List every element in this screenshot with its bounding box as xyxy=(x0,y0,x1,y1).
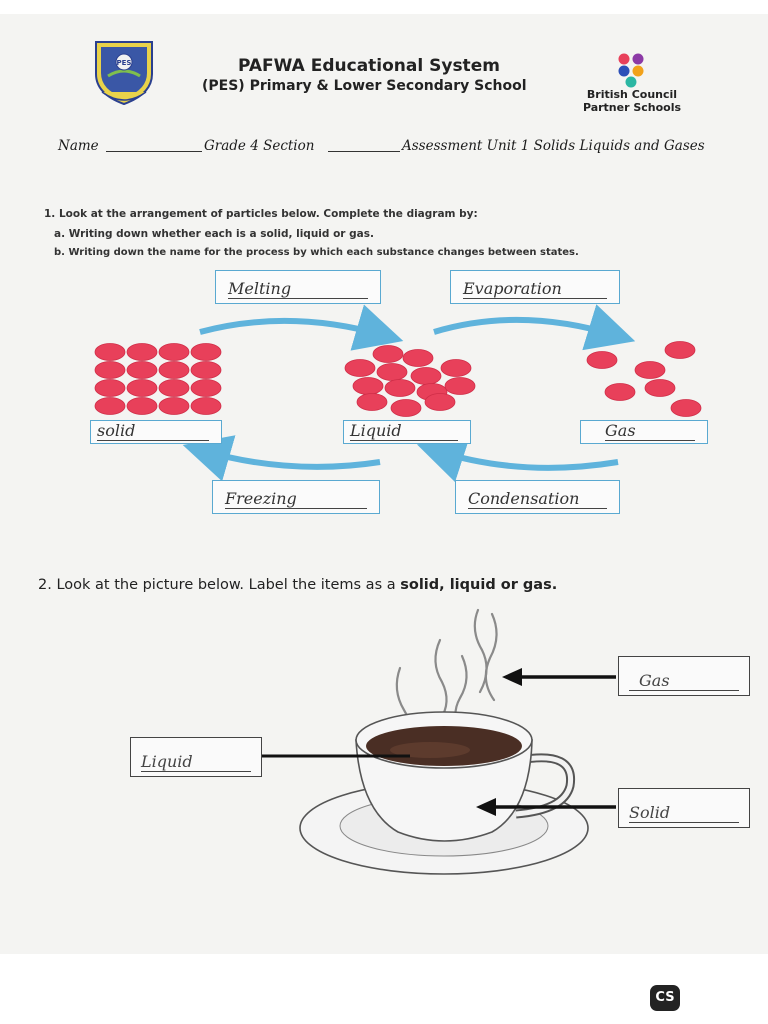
liquid-particles xyxy=(344,345,476,417)
condensation-answer: Condensation xyxy=(468,490,607,509)
solid-particle xyxy=(126,343,158,361)
freezing-answer: Freezing xyxy=(225,490,367,509)
question-1b: b. Writing down the name for the process… xyxy=(54,247,579,258)
assessment-label: Assessment Unit 1 Solids Liquids and Gas… xyxy=(402,138,705,154)
school-title: PAFWA Educational System xyxy=(238,56,500,76)
solid-label-answer: Solid xyxy=(629,804,739,823)
state-change-arrows xyxy=(182,304,636,483)
liquid-particle xyxy=(352,377,384,395)
particle-diagram xyxy=(94,341,702,417)
grade-label: Grade 4 Section xyxy=(204,138,315,154)
gas-particle xyxy=(634,361,666,379)
solid-particle xyxy=(126,397,158,415)
liquid-particle xyxy=(372,345,404,363)
liquid-particle xyxy=(376,363,408,381)
solid-particle xyxy=(158,397,190,415)
gas-particle xyxy=(586,351,618,369)
partner-schools-label: British Council Partner Schools xyxy=(582,88,682,114)
liquid-particle xyxy=(384,379,416,397)
name-label: Name xyxy=(58,138,99,154)
liquid-particle xyxy=(444,377,476,395)
liquid-box[interactable]: Liquid xyxy=(343,420,471,444)
coffee-cup-illustration xyxy=(260,608,616,875)
evaporation-arrow xyxy=(433,304,636,351)
gas-label-box[interactable]: Gas xyxy=(618,656,750,696)
gas-particle xyxy=(670,399,702,417)
cup xyxy=(355,739,533,842)
solid-particle xyxy=(126,379,158,397)
liquid-particle xyxy=(410,367,442,385)
liquid-particle xyxy=(402,349,434,367)
solid-answer: solid xyxy=(97,422,209,441)
solid-particle xyxy=(190,361,222,379)
liquid-particle xyxy=(424,393,456,411)
liquid-particle xyxy=(440,359,472,377)
solid-particle xyxy=(158,343,190,361)
question-1a: a. Writing down whether each is a solid,… xyxy=(54,228,374,240)
school-logo: PES xyxy=(95,41,153,106)
solid-particle xyxy=(158,379,190,397)
liquid-particle xyxy=(344,359,376,377)
liquid-answer: Liquid xyxy=(350,422,458,441)
question-2-prompt: 2. Look at the picture below. Label the … xyxy=(38,577,558,593)
question-1-prompt: 1. Look at the arrangement of particles … xyxy=(44,208,478,220)
solid-particle xyxy=(158,361,190,379)
liquid-label-box[interactable]: Liquid xyxy=(130,737,262,777)
liquid-particle xyxy=(390,399,422,417)
gas-particle xyxy=(644,379,676,397)
solid-particle xyxy=(126,361,158,379)
camscanner-badge: CS xyxy=(650,985,680,1011)
section-blank xyxy=(328,151,400,152)
solid-particle xyxy=(94,379,126,397)
solid-particle xyxy=(190,397,222,415)
solid-box[interactable]: solid xyxy=(90,420,222,444)
melting-answer: Melting xyxy=(228,280,368,299)
freezing-box[interactable]: Freezing xyxy=(212,480,380,514)
liquid-particle xyxy=(356,393,388,411)
solid-label-box[interactable]: Solid xyxy=(618,788,750,828)
solid-particles xyxy=(94,343,222,415)
solid-particle xyxy=(94,361,126,379)
gas-answer: Gas xyxy=(605,422,695,441)
name-blank xyxy=(106,151,202,152)
freezing-arrow xyxy=(182,435,381,482)
british-council-logo xyxy=(618,53,644,88)
school-subtitle: (PES) Primary & Lower Secondary School xyxy=(202,78,527,94)
condensation-arrow xyxy=(416,436,619,483)
solid-particle xyxy=(94,397,126,415)
melting-box[interactable]: Melting xyxy=(215,270,381,304)
logo-text: PES xyxy=(117,59,132,67)
evaporation-box[interactable]: Evaporation xyxy=(450,270,620,304)
condensation-box[interactable]: Condensation xyxy=(455,480,620,514)
gas-particle xyxy=(664,341,696,359)
solid-particle xyxy=(94,343,126,361)
gas-particles xyxy=(586,341,702,417)
solid-particle xyxy=(190,379,222,397)
gas-particle xyxy=(604,383,636,401)
liquid-label-answer: Liquid xyxy=(141,753,251,772)
solid-particle xyxy=(190,343,222,361)
evaporation-answer: Evaporation xyxy=(463,280,607,299)
gas-box[interactable]: Gas xyxy=(580,420,708,444)
melting-arrow xyxy=(199,304,404,351)
gas-label-answer: Gas xyxy=(629,672,739,691)
